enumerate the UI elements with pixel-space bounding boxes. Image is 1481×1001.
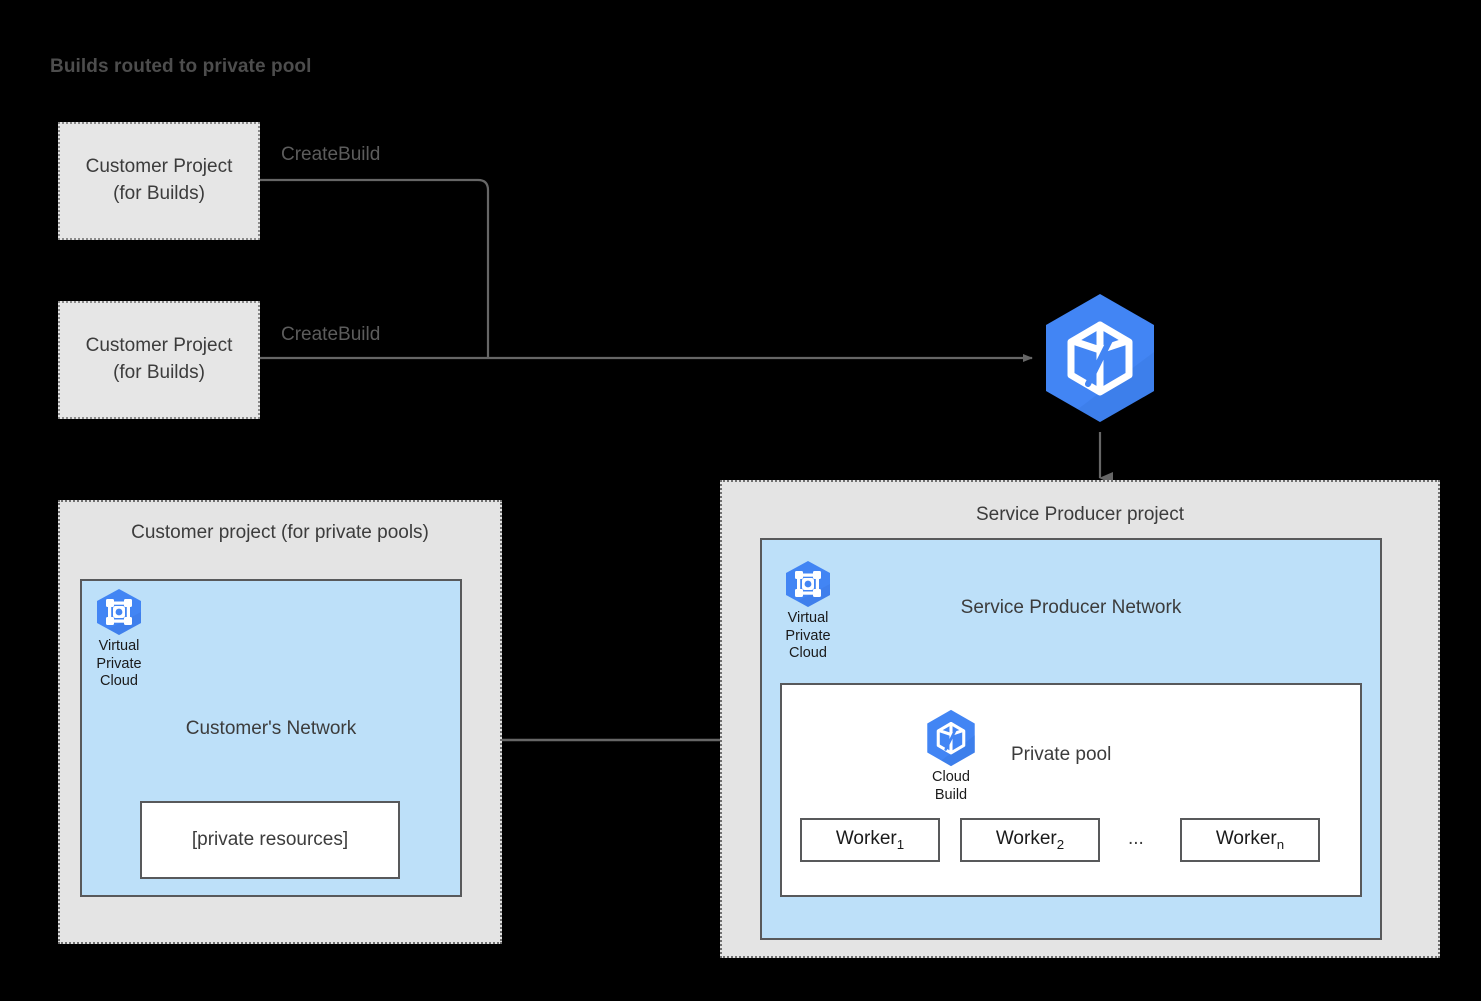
customer-vpc-icon-block: Virtual Private Cloud bbox=[90, 588, 148, 691]
worker-box-2-label: Worker2 bbox=[995, 828, 1065, 852]
virtual-private-cloud-icon bbox=[786, 561, 830, 607]
edge-label-createbuild-1: CreateBuild bbox=[281, 144, 381, 165]
customer-build-project-2[interactable]: Customer Project (for Builds) bbox=[58, 301, 260, 419]
producer-vpc-icon-caption: Virtual Private Cloud bbox=[785, 610, 831, 662]
virtual-private-cloud-icon bbox=[97, 589, 141, 635]
service-producer-panel-title: Service Producer project bbox=[975, 504, 1185, 525]
customer-build-project-1[interactable]: Customer Project (for Builds) bbox=[58, 122, 260, 240]
worker-box-n-label: Workern bbox=[1215, 828, 1285, 852]
worker-box-1[interactable]: Worker1 bbox=[800, 818, 940, 862]
worker-box-n[interactable]: Workern bbox=[1180, 818, 1320, 862]
private-resources-label: [private resources] bbox=[191, 829, 349, 850]
worker-box-1-label: Worker1 bbox=[835, 828, 905, 852]
cloud-build-service-icon[interactable] bbox=[1042, 292, 1158, 424]
worker-box-2[interactable]: Worker2 bbox=[960, 818, 1100, 862]
cloud-build-icon bbox=[927, 709, 975, 767]
customers-network-label: Customer's Network bbox=[185, 718, 357, 739]
diagram-title: Builds routed to private pool bbox=[50, 56, 312, 77]
private-pool-label: Private pool bbox=[1011, 744, 1112, 765]
customer-vpc-icon-caption: Virtual Private Cloud bbox=[96, 638, 142, 690]
cloud-build-icon bbox=[1046, 294, 1154, 422]
private-pool-cloud-build-icon-block: Cloud Build bbox=[920, 709, 982, 804]
private-pool-box bbox=[780, 683, 1362, 897]
producer-vpc-icon-block: Virtual Private Cloud bbox=[779, 560, 837, 663]
customer-build-project-1-label: Customer Project (for Builds) bbox=[85, 156, 233, 204]
private-pool-cloud-build-caption: Cloud Build bbox=[932, 769, 970, 803]
edge-label-createbuild-2: CreateBuild bbox=[281, 324, 381, 345]
service-producer-network-label: Service Producer Network bbox=[960, 597, 1182, 618]
customer-build-project-2-label: Customer Project (for Builds) bbox=[85, 335, 233, 383]
customer-private-pool-panel-title: Customer project (for private pools) bbox=[131, 522, 429, 543]
private-resources-box[interactable]: [private resources] bbox=[140, 801, 400, 879]
worker-ellipsis: ... bbox=[1128, 828, 1144, 849]
